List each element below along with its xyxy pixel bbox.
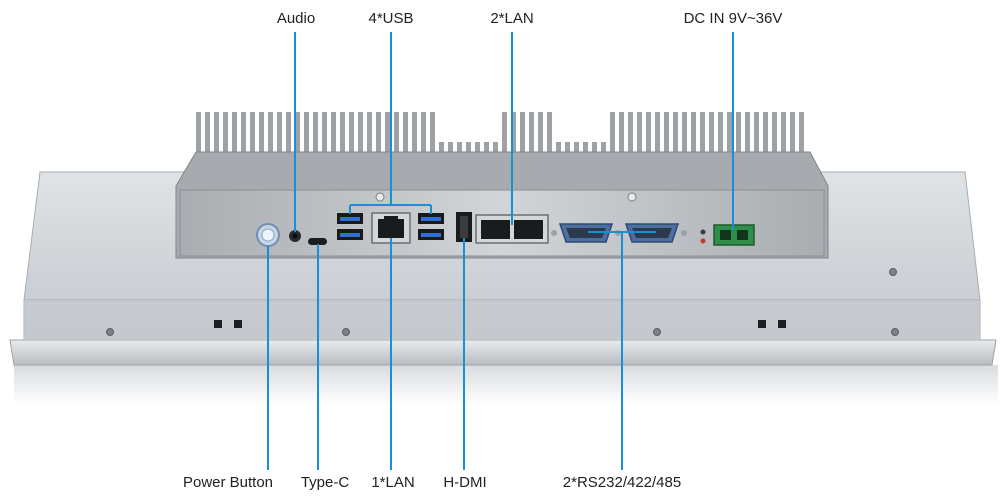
label-power-button: Power Button xyxy=(182,474,274,491)
type-c-port xyxy=(308,238,327,245)
label-2-lan: 2*LAN xyxy=(490,10,534,27)
heatsink-fins xyxy=(196,112,804,156)
hdmi-port xyxy=(456,212,472,242)
lan-ports-dual xyxy=(475,214,549,244)
leader-lines xyxy=(267,32,734,470)
dc-in-terminal xyxy=(713,224,755,246)
label-serial: 2*RS232/422/485 xyxy=(562,474,682,491)
floor-reflection xyxy=(14,365,998,405)
label-1-lan: 1*LAN xyxy=(371,474,415,491)
label-type-c: Type-C xyxy=(300,474,350,491)
status-led-1 xyxy=(700,229,706,235)
label-hdmi: H-DMI xyxy=(443,474,487,491)
label-dc-in: DC IN 9V~36V xyxy=(683,10,783,27)
audio-jack xyxy=(289,230,301,242)
front-bezel xyxy=(9,339,997,366)
power-button xyxy=(256,223,280,247)
label-audio: Audio xyxy=(276,10,316,27)
panel-screws xyxy=(106,268,899,336)
status-led-2 xyxy=(700,238,706,244)
vent-slots xyxy=(214,320,786,328)
usb-ports xyxy=(337,213,444,240)
label-usb: 4*USB xyxy=(368,10,414,27)
